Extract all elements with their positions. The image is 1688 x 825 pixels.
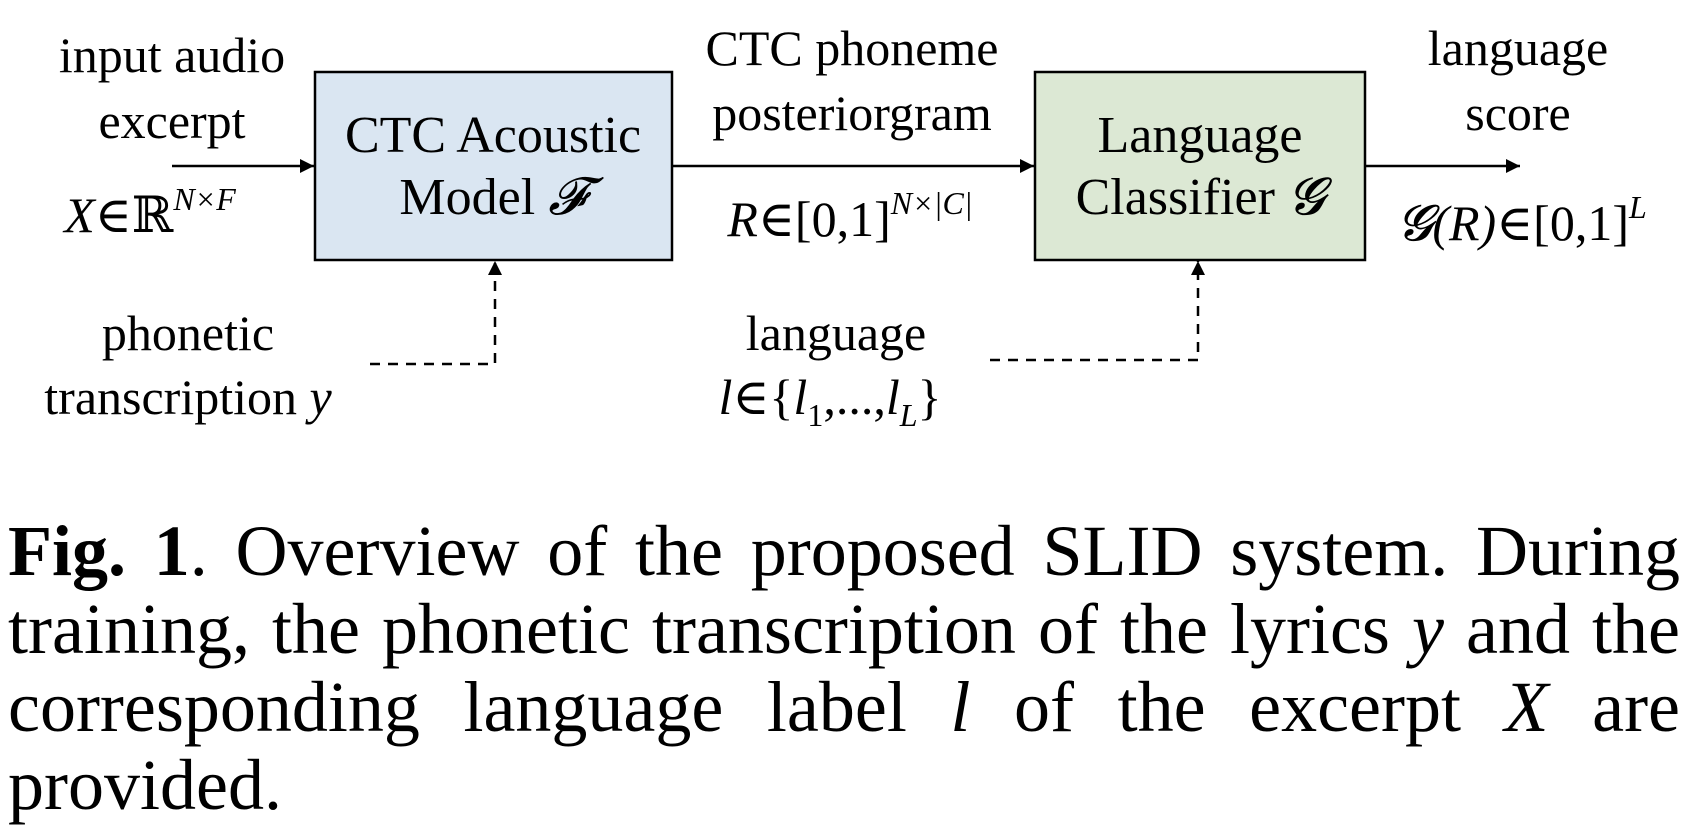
posteriorgram-label-line1: CTC phoneme <box>705 20 998 76</box>
transcription-label-line1: phonetic <box>102 305 274 361</box>
acoustic-model-label-line2: Model 𝓕 <box>399 169 604 226</box>
language-label-line1: language <box>746 305 926 361</box>
slid-system-diagram: input audio excerpt X∈ℝN×F CTC Acoustic … <box>44 20 1647 433</box>
input-symbol: X∈ℝN×F <box>62 181 236 243</box>
caption-y: y <box>1412 589 1444 669</box>
caption-text-1: . Overview of the proposed SLID system. … <box>8 511 1680 669</box>
caption-X: X <box>1504 667 1549 747</box>
output-label-line2: score <box>1465 85 1571 141</box>
figure-label: Fig. 1 <box>8 511 190 591</box>
input-label-line1: input audio <box>59 27 285 83</box>
figure-caption: Fig. 1. Overview of the proposed SLID sy… <box>8 512 1680 824</box>
output-symbol: 𝓖(R)∈[0,1]L <box>1397 189 1647 251</box>
caption-text-3: of the excerpt <box>970 667 1505 747</box>
language-label-set: l∈{l1,...,lL} <box>718 369 941 433</box>
output-label-line1: language <box>1428 20 1608 76</box>
transcription-label-line2: transcription y <box>44 369 332 425</box>
language-classifier-box <box>1033 70 1367 262</box>
acoustic-model-box <box>313 70 674 262</box>
acoustic-model-label-line1: CTC Acoustic <box>345 107 641 164</box>
posteriorgram-symbol: R∈[0,1]N×|C| <box>726 185 972 247</box>
transcription-dashed-arrow <box>370 261 502 366</box>
caption-l: l <box>950 667 971 747</box>
classifier-label-line2: Classifier 𝓖 <box>1076 169 1333 226</box>
classifier-label-line1: Language <box>1097 107 1302 164</box>
language-dashed-arrow <box>990 261 1205 362</box>
input-label-line2: excerpt <box>98 93 245 149</box>
caption-text-2: and the corresponding language label <box>8 589 1680 747</box>
posteriorgram-label-line2: posteriorgram <box>712 85 992 141</box>
